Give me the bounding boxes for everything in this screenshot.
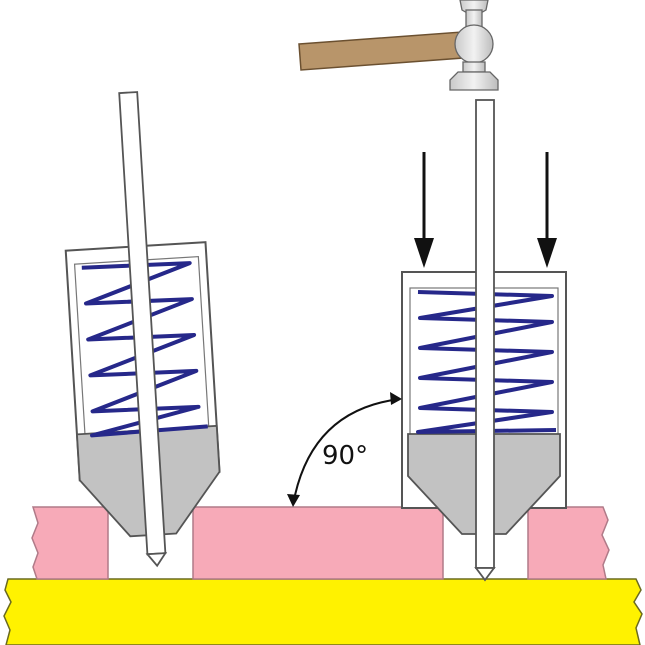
angle-annotation: 90° (287, 392, 402, 507)
hammer-handle (298, 31, 464, 71)
base-board (3, 578, 643, 645)
force-arrows (414, 152, 557, 268)
angle-arrow-top (390, 392, 402, 405)
hammer-ball (454, 24, 494, 64)
right-rod-tip (474, 567, 496, 582)
angle-arc (292, 398, 401, 506)
arrow-head-left (414, 238, 434, 268)
angle-label: 90° (322, 441, 368, 471)
workpiece-middle (192, 506, 444, 580)
hammer-icon (298, 0, 499, 91)
right-nail-set (401, 99, 567, 582)
hammer-collar (462, 61, 486, 73)
hammer-face (449, 71, 499, 91)
left-nail-set (64, 91, 221, 568)
workpiece-right (527, 506, 610, 580)
workpiece-left (31, 506, 109, 580)
angle-arrow-bottom (287, 494, 300, 507)
arrow-head-right (537, 238, 557, 268)
left-rod-tip (145, 552, 168, 568)
right-rod (475, 99, 495, 569)
